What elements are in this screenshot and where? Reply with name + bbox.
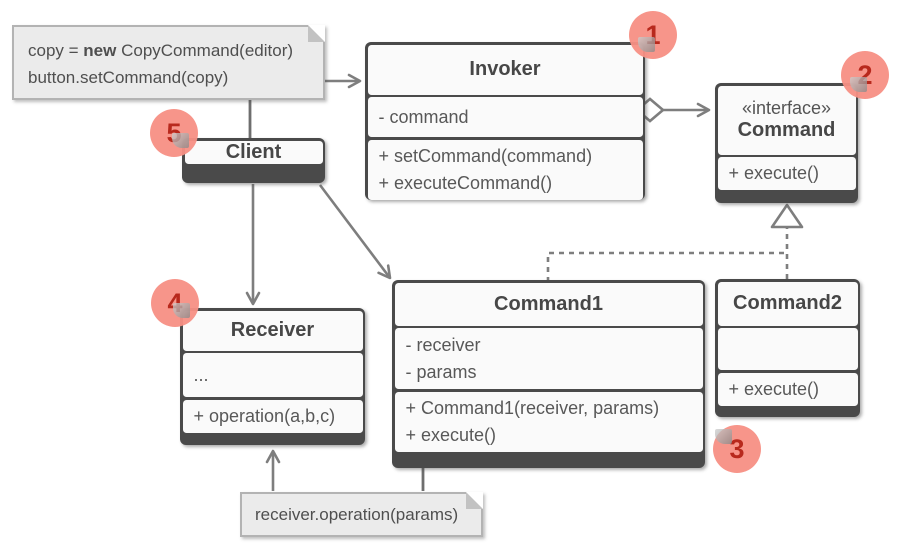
class-methods: + execute()	[717, 157, 856, 190]
member-line: - params	[405, 361, 477, 382]
member-line: + Command1(receiver, params)	[405, 397, 660, 418]
member-line: - receiver	[405, 334, 481, 355]
badge-curl-icon	[173, 303, 190, 318]
badge-1: 1	[629, 11, 677, 59]
badge-2: 2	[841, 51, 889, 99]
class-title: Client	[184, 140, 323, 164]
class-methods: + operation(a,b,c)	[182, 399, 363, 433]
note-execute-code: receiver.operation(params)	[240, 492, 483, 537]
badge-3: 3	[713, 425, 761, 473]
stereotype-label: «interface»	[741, 98, 832, 118]
class-attributes: - command	[367, 97, 643, 137]
class-name-label: Command	[737, 119, 836, 141]
member-line: ...	[193, 364, 209, 385]
member-line: + execute()	[728, 163, 820, 183]
class-box-command2: Command2 + execute()	[715, 279, 860, 417]
member-line: - command	[378, 106, 469, 127]
badge-curl-icon	[850, 77, 867, 92]
member-line: + execute()	[728, 378, 820, 399]
class-methods: + setCommand(command) + executeCommand()	[367, 139, 643, 200]
member-line: + operation(a,b,c)	[193, 405, 336, 426]
note-code-line-1: copy = new CopyCommand(editor)	[28, 41, 294, 60]
class-title: Receiver	[182, 310, 363, 351]
realization-triangle-icon	[770, 203, 804, 229]
note-fold-icon	[466, 492, 483, 509]
badge-4: 4	[151, 279, 199, 327]
badge-number: 3	[729, 433, 745, 464]
note-code-line-2: button.setCommand(copy)	[28, 68, 229, 87]
note-code-line: receiver.operation(params)	[255, 504, 459, 524]
member-line: + setCommand(command)	[378, 145, 593, 166]
class-box-command-interface: «interface» Command + execute()	[715, 83, 858, 203]
class-box-client: Client	[182, 138, 325, 183]
badge-curl-icon	[638, 37, 655, 52]
class-title: «interface» Command	[717, 85, 856, 155]
class-attributes: ...	[182, 353, 363, 397]
realization-dashed-lines	[546, 228, 789, 282]
client-to-command1-arrow	[318, 184, 392, 280]
class-box-receiver: Receiver ... + operation(a,b,c)	[180, 308, 365, 445]
note-fold-icon	[308, 25, 325, 42]
class-title: Invoker	[367, 44, 643, 95]
badge-5: 5	[150, 109, 198, 157]
class-box-invoker: Invoker - command + setCommand(command) …	[365, 42, 645, 200]
note-client-code: copy = new CopyCommand(editor) button.se…	[12, 25, 325, 100]
class-title: Command1	[394, 282, 703, 326]
class-methods: + execute()	[717, 372, 858, 406]
class-attributes: - receiver - params	[394, 328, 703, 389]
badge-curl-icon	[715, 429, 732, 444]
class-attributes	[717, 328, 858, 370]
class-methods: + Command1(receiver, params) + execute()	[394, 391, 703, 452]
class-title: Command2	[717, 281, 858, 326]
member-line: + execute()	[405, 424, 497, 445]
badge-curl-icon	[172, 133, 189, 148]
member-line: + executeCommand()	[378, 172, 553, 193]
class-box-command1: Command1 - receiver - params + Command1(…	[392, 280, 705, 468]
